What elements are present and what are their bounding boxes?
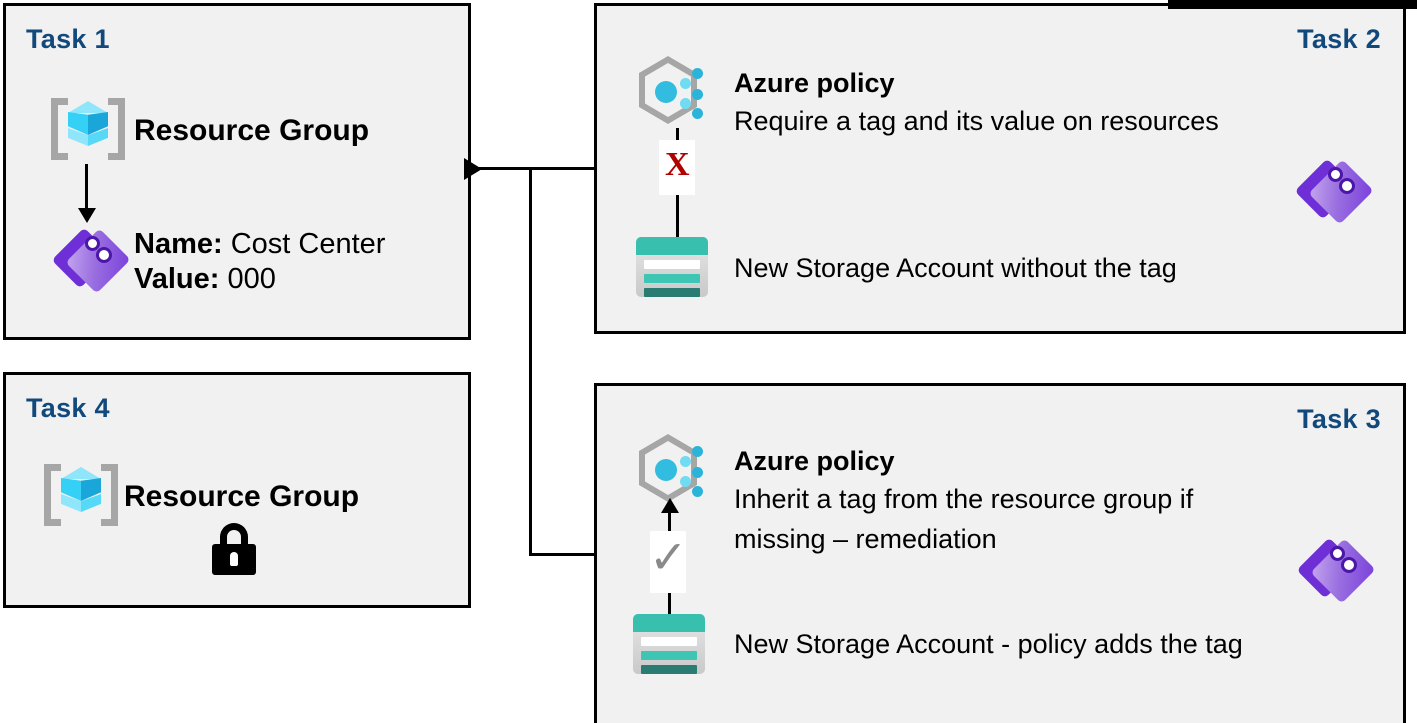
panel-task-3: Task 3 Azure policy Inherit a tag from t… (594, 383, 1406, 723)
task-1-name-value: Cost Center (230, 228, 386, 260)
task-1-value-value: 000 (227, 263, 276, 295)
resource-group-icon (51, 94, 125, 164)
panel-task-1: Task 1 Resource Group Name: Cost Center … (3, 3, 471, 340)
task-3-policy-title: Azure policy (734, 446, 895, 476)
task-4-label: Task 4 (26, 393, 110, 423)
task-1-label: Task 1 (26, 24, 110, 54)
task-2-policy-title: Azure policy (734, 68, 895, 98)
storage-account-icon (636, 237, 708, 297)
task-3-policy-description-line-2: missing – remediation (734, 524, 997, 554)
panel-task-2: Task 2 Azure policy Require a tag and it… (594, 3, 1406, 334)
task-1-resource-group-text: Resource Group (134, 114, 370, 147)
task-1-arrow-head (78, 208, 96, 223)
azure-policy-icon (639, 56, 719, 130)
lock-icon (211, 523, 257, 575)
storage-account-icon (633, 614, 705, 674)
task-3-result-text: New Storage Account - policy adds the ta… (734, 629, 1243, 659)
tag-icon (51, 226, 132, 294)
tag-icon (1296, 536, 1377, 604)
task-2-label: Task 2 (1297, 24, 1381, 54)
connector-bottom-horizontal (529, 553, 596, 556)
connector-arrow-head-left (464, 158, 482, 180)
task-3-success-marker: ✓ (649, 531, 688, 583)
connector-top-horizontal (470, 167, 596, 170)
task-1-tag-details: Name: Cost Center Value: 000 (134, 227, 385, 297)
task-3-arrow-head (661, 498, 679, 513)
panel-task-4: Task 4 Resource Group (3, 372, 471, 608)
task-1-name-key: Name: (134, 228, 223, 260)
task-2-marker-backdrop (659, 140, 695, 195)
tag-icon (1294, 157, 1375, 225)
task-1-value-key: Value: (134, 263, 220, 295)
task-3-policy-description-line-1: Inherit a tag from the resource group if (734, 484, 1194, 514)
resource-group-icon (44, 460, 118, 530)
connector-vertical (529, 167, 532, 556)
task-2-blocked-marker: X (665, 146, 690, 183)
task-2-policy-description: Require a tag and its value on resources (734, 106, 1219, 136)
task-2-result-text: New Storage Account without the tag (734, 253, 1177, 283)
task-1-arrow-line (85, 164, 88, 212)
task-3-label: Task 3 (1297, 404, 1381, 434)
task-4-resource-group-text: Resource Group (124, 480, 360, 513)
azure-policy-icon (639, 434, 719, 508)
top-right-black-bar (1168, 0, 1417, 9)
task-3-marker-backdrop (650, 531, 686, 593)
